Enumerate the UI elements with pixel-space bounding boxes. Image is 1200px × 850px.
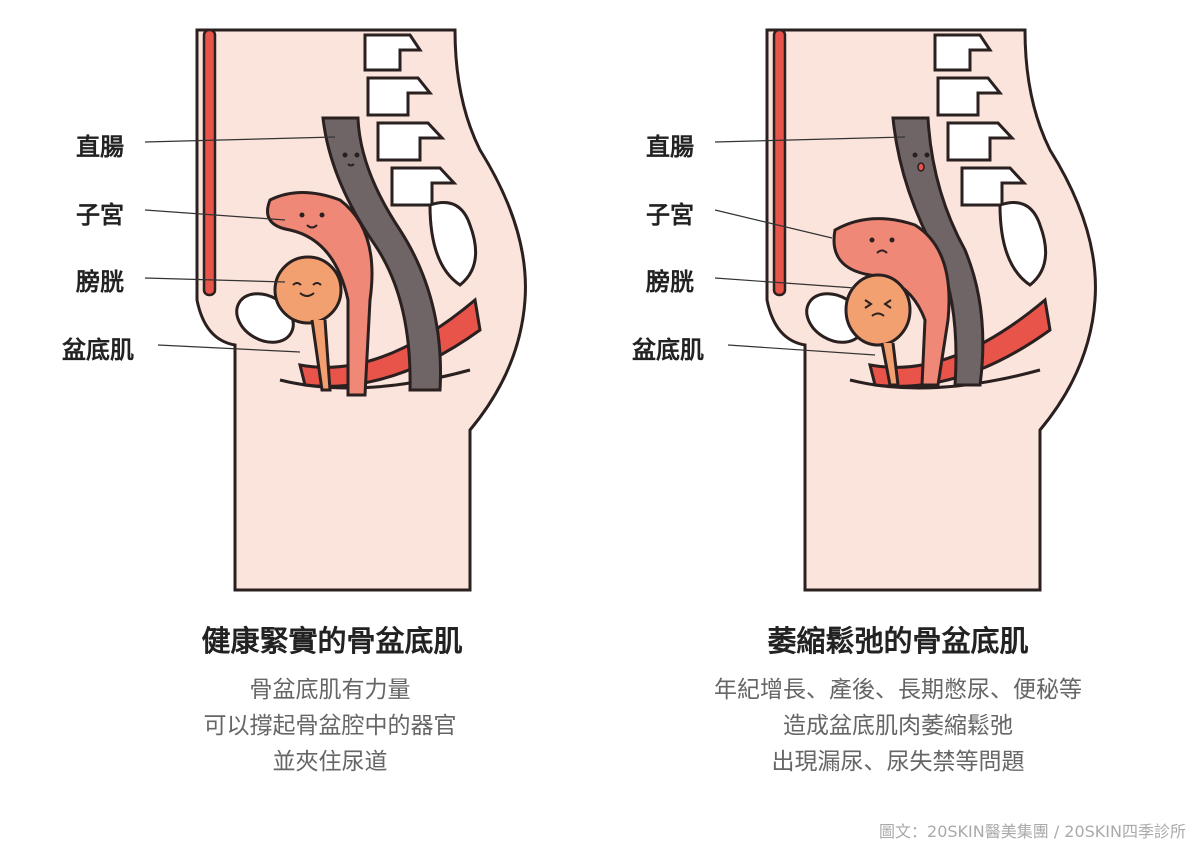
image-credit: 圖文：20SKIN醫美集團 / 20SKIN四季診所: [879, 822, 1186, 841]
left-description: 骨盆底肌有力量 可以撐起骨盆腔中的器官 並夾住尿道: [70, 672, 590, 780]
desc-line: 並夾住尿道: [272, 749, 388, 775]
label-uterus-left: 子宮: [76, 201, 124, 229]
label-uterus-right: 子宮: [646, 201, 694, 229]
label-rectum-right: 直腸: [646, 133, 694, 161]
label-rectum-left: 直腸: [76, 133, 124, 161]
right-description: 年紀增長、產後、長期憋尿、便秘等 造成盆底肌肉萎縮鬆弛 出現漏尿、尿失禁等問題: [638, 672, 1158, 780]
label-bladder-right: 膀胱: [646, 268, 694, 296]
desc-line: 骨盆底肌有力量: [249, 677, 411, 703]
right-anatomy: [714, 28, 1097, 592]
desc-line: 年紀增長、產後、長期憋尿、便秘等: [714, 677, 1082, 703]
label-pelvic-floor-left: 盆底肌: [62, 336, 134, 364]
left-anatomy: [144, 28, 527, 592]
label-bladder-left: 膀胱: [76, 268, 124, 296]
label-pelvic-floor-right: 盆底肌: [632, 336, 704, 364]
desc-line: 出現漏尿、尿失禁等問題: [771, 749, 1025, 775]
right-title: 萎縮鬆弛的骨盆底肌: [767, 624, 1029, 658]
left-title: 健康緊實的骨盆底肌: [201, 624, 463, 658]
desc-line: 可以撐起骨盆腔中的器官: [203, 713, 457, 739]
desc-line: 造成盆底肌肉萎縮鬆弛: [783, 713, 1013, 739]
